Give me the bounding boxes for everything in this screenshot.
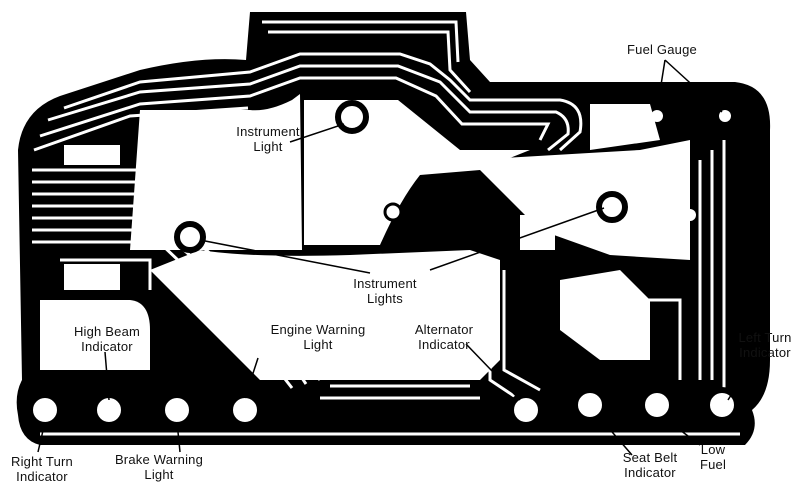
instrument-light-socket-top [335,100,369,134]
leader-lines [37,59,753,456]
hole-2 [600,289,608,297]
alternator-label: Alternator Indicator [414,322,474,352]
right-turn-socket [27,392,63,428]
instrument-light-socket-left [174,221,206,253]
engine-warning-label: Engine Warning Light [270,322,366,352]
instrument-lights-label: Instrument Lights [353,276,417,306]
instrument-light-label: Instrument Light [236,124,300,154]
gauge-post-2 [383,202,403,222]
fuel-gauge-label: Fuel Gauge [627,42,697,57]
small-terminal [684,209,696,221]
fuel-gauge-terminal-left [651,110,663,122]
brake-warning-socket [159,392,195,428]
gauge-post-1 [335,199,345,209]
brake-warning-label: Brake Warning Light [114,452,204,482]
socket-group [27,100,740,428]
instrument-light-socket-right [596,191,628,223]
high-beam-label: High Beam Indicator [73,324,141,354]
low-fuel-socket [639,387,675,423]
hole-1 [523,236,533,246]
left-turn-socket [704,387,740,423]
low-fuel-label: Low Fuel [699,442,727,472]
engine-warning-socket [227,392,263,428]
seat-belt-socket [572,387,608,423]
alternator-socket [508,392,544,428]
board-cutouts [40,94,690,380]
left-turn-label: Left Turn Indicator [738,330,792,360]
right-turn-label: Right Turn Indicator [11,454,73,484]
fuel-gauge-terminal-right [719,110,731,122]
seat-belt-label: Seat Belt Indicator [622,450,678,480]
